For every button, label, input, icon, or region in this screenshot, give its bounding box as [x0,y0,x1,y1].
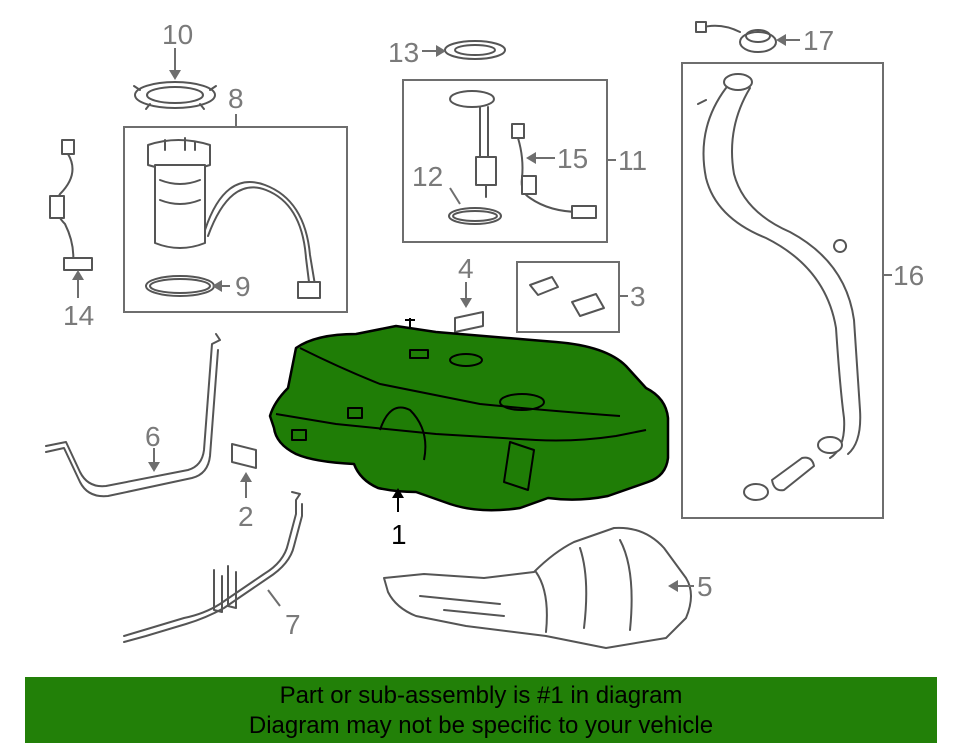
part-12-sender-seal[interactable] [448,207,502,225]
callout-9: 9 [235,271,251,302]
callout-15: 15 [557,143,588,174]
part-8-fuel-pump-module[interactable] [147,137,321,299]
part-3-pads[interactable] [529,276,605,317]
callout-13: 13 [388,37,419,68]
box-16 [681,62,884,519]
part-14-harness[interactable] [49,139,93,271]
leader-7 [267,589,281,607]
part-4-pad[interactable] [454,311,484,333]
arrow-10 [169,70,181,80]
leader-12 [449,187,461,205]
part-2-pad[interactable] [231,443,257,469]
callout-11: 11 [618,145,647,176]
part-1-fuel-tank[interactable] [268,318,670,512]
callout-6: 6 [145,421,161,452]
part-11-fuel-sender[interactable] [449,90,497,198]
callout-10: 10 [162,19,193,50]
arrow-15 [526,152,536,164]
arrow-13 [436,45,446,57]
arrow-6 [148,462,160,472]
box-3 [516,261,620,333]
part-17-fuel-cap[interactable] [695,21,777,53]
callout-3: 3 [630,281,646,312]
callout-8: 8 [228,83,244,114]
arrow-14 [72,270,84,280]
part-16-filler-pipe[interactable] [697,73,862,501]
callout-7: 7 [285,609,301,640]
arrow-5 [668,580,678,592]
callout-12: 12 [412,161,443,192]
callout-17: 17 [803,25,834,56]
callout-16: 16 [893,260,924,291]
arrow-4 [460,298,472,308]
part-15-sender-harness[interactable] [511,123,597,219]
part-6-tank-strap[interactable] [45,333,221,498]
arrow-1 [392,488,404,498]
callout-5: 5 [697,571,713,602]
part-5-heat-shield[interactable] [383,526,692,649]
part-13-lock-ring[interactable] [444,40,506,60]
arrow-17 [776,34,786,46]
info-banner: Part or sub-assembly is #1 in diagram Di… [25,677,937,743]
callout-4: 4 [458,253,474,284]
banner-line-2: Diagram may not be specific to your vehi… [248,712,714,739]
arrow-2 [240,472,252,482]
callout-1: 1 [391,519,407,550]
arrow-9 [212,280,222,292]
banner-line-1: Part or sub-assembly is #1 in diagram [279,682,683,709]
part-7-tank-strap[interactable] [123,491,303,643]
part-10-lock-ring[interactable] [133,81,217,110]
callout-2: 2 [238,501,254,532]
callout-14: 14 [63,300,94,331]
part-9-pump-seal[interactable] [145,275,215,297]
